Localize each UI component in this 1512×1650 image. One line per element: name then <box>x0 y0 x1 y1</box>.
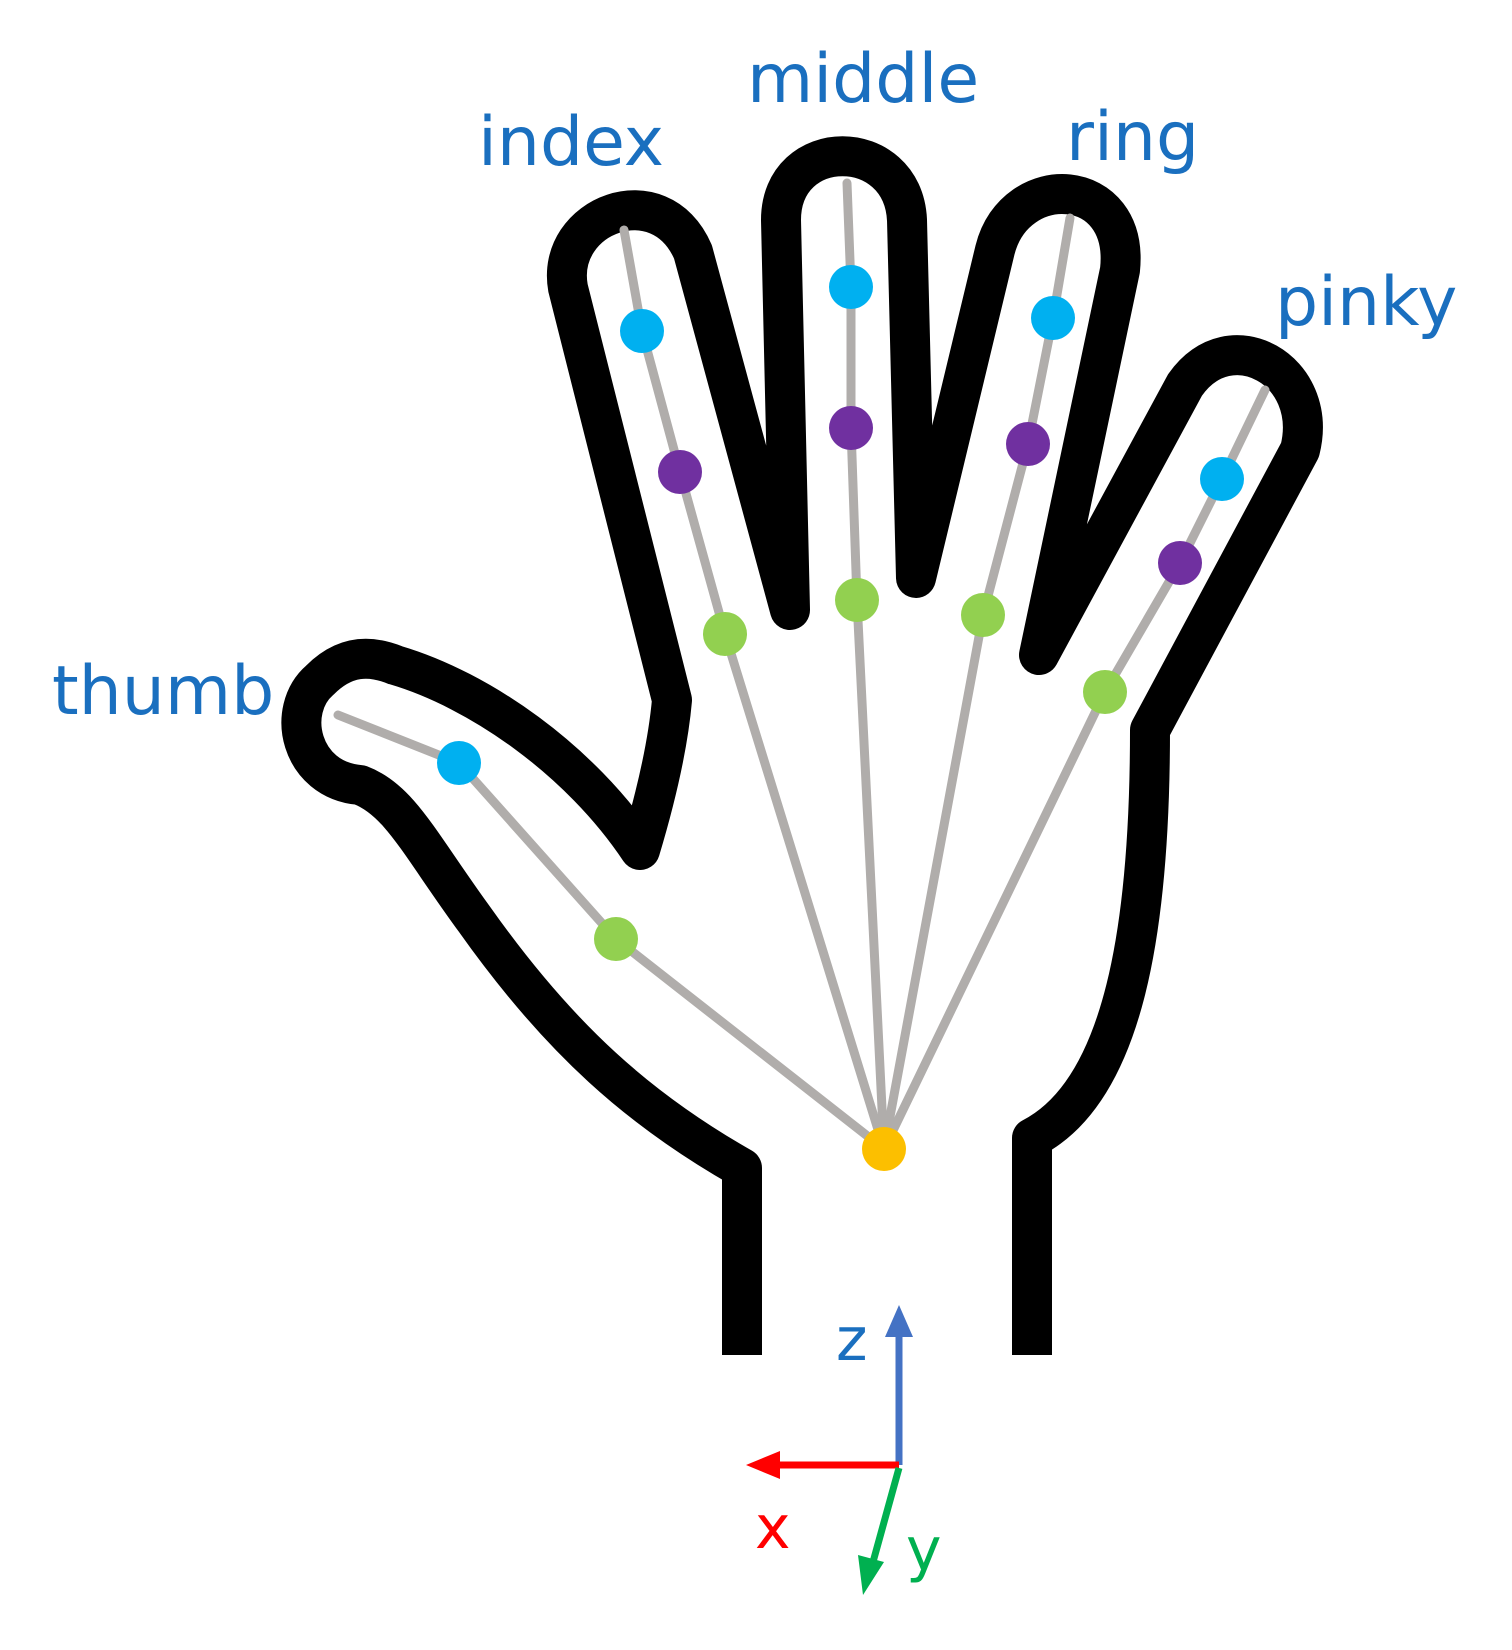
pinky-label: pinky <box>1275 263 1457 342</box>
z-axis-arrowhead <box>885 1305 913 1337</box>
middle-base-joint <box>835 578 879 622</box>
ring-tip-joint <box>1031 296 1075 340</box>
y-axis-arrowhead <box>858 1555 884 1595</box>
index-tip-joint <box>620 309 664 353</box>
x-axis-arrowhead <box>746 1451 780 1479</box>
ring-label: ring <box>1066 98 1199 177</box>
thumb-bones <box>333 710 889 1154</box>
y-axis-line <box>869 1467 903 1563</box>
ring-middle-joint <box>1006 422 1050 466</box>
index-middle-joint <box>658 450 702 494</box>
z-axis-label: z <box>836 1305 868 1375</box>
hand-outline <box>281 136 1323 1355</box>
joints <box>437 265 1244 1171</box>
y-axis-label: y <box>906 1515 942 1585</box>
coordinate-axes: z x y <box>746 1305 942 1595</box>
x-axis-label: x <box>755 1493 791 1563</box>
middle-tip-joint <box>829 265 873 309</box>
ring-base-joint <box>961 593 1005 637</box>
thumb-label: thumb <box>52 652 274 731</box>
pinky-base-joint <box>1083 670 1127 714</box>
pinky-middle-joint <box>1158 541 1202 585</box>
middle-label: middle <box>747 40 979 119</box>
thumb-tip-joint <box>437 741 481 785</box>
pinky-tip-joint <box>1200 457 1244 501</box>
middle-bones <box>842 178 889 1154</box>
index-base-joint <box>703 612 747 656</box>
thumb-base-joint <box>594 917 638 961</box>
wrist-joint <box>862 1127 906 1171</box>
middle-middle-joint <box>829 406 873 450</box>
index-label: index <box>478 103 664 182</box>
